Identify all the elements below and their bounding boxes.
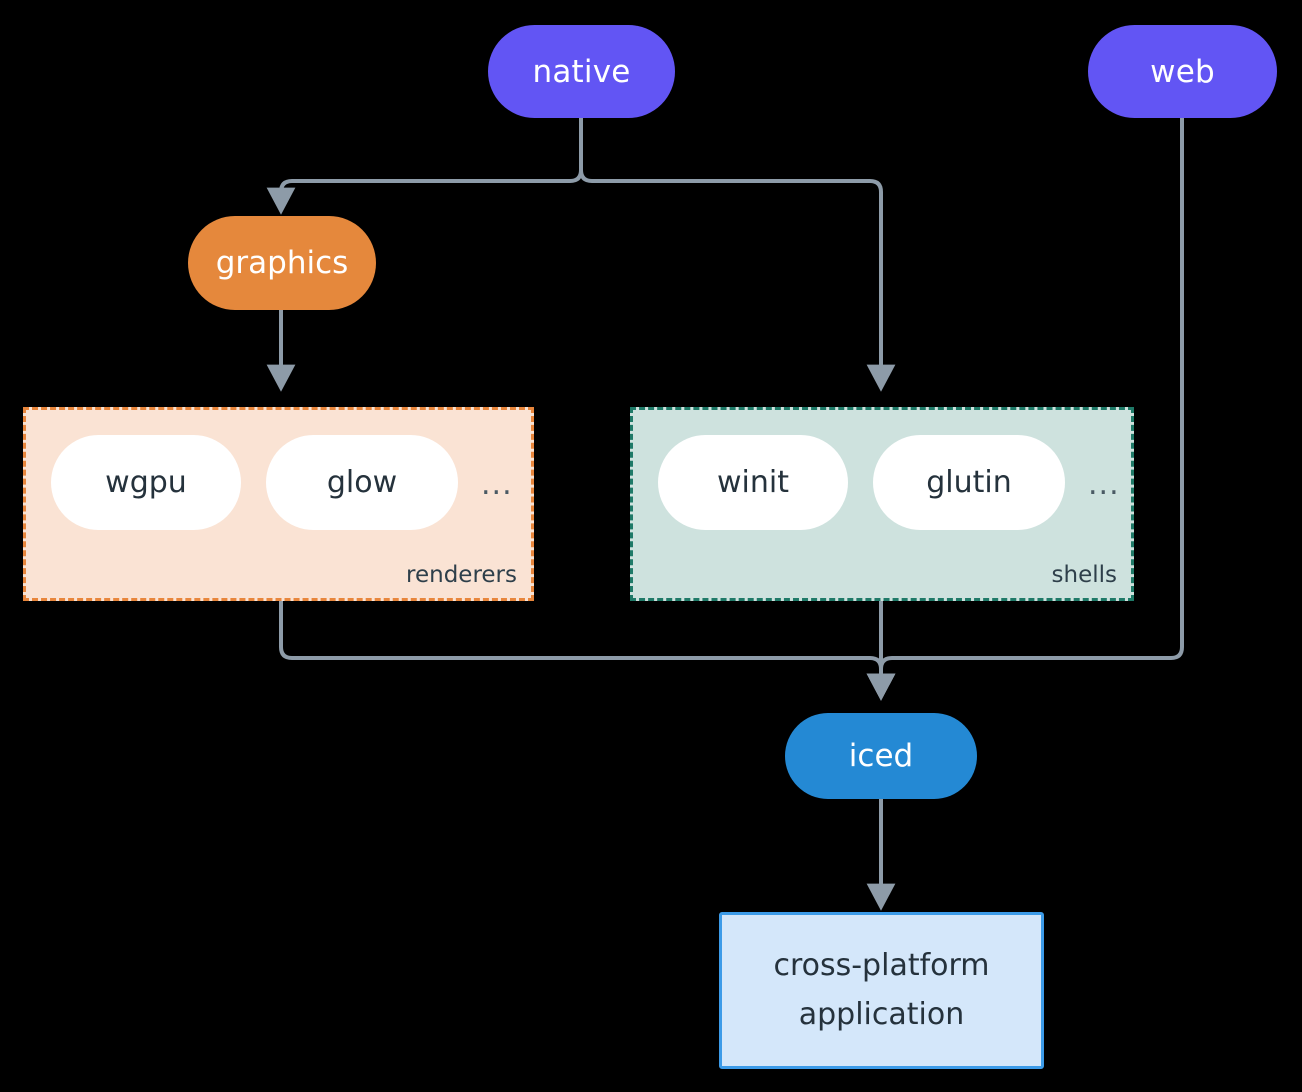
group-shells: winit glutin ... shells xyxy=(630,407,1134,601)
edge-native-shells xyxy=(579,168,896,392)
chip-glutin[interactable]: glutin xyxy=(873,435,1065,530)
chip-winit-label: winit xyxy=(717,465,789,500)
edge-native-bus xyxy=(266,116,583,215)
node-web[interactable]: web xyxy=(1088,25,1277,118)
node-native-label: native xyxy=(532,53,631,90)
group-renderers: wgpu glow ... renderers xyxy=(23,407,534,601)
node-native[interactable]: native xyxy=(488,25,675,118)
node-web-label: web xyxy=(1150,53,1215,90)
chip-glow[interactable]: glow xyxy=(266,435,458,530)
node-graphics-label: graphics xyxy=(215,245,349,281)
renderers-overflow-ellipsis: ... xyxy=(481,467,513,502)
chip-glutin-label: glutin xyxy=(926,465,1012,500)
edge-renderers-iced xyxy=(279,599,896,701)
node-iced[interactable]: iced xyxy=(785,713,977,799)
edge-web-iced xyxy=(866,116,1184,701)
group-shells-label: shells xyxy=(1051,562,1117,588)
chip-wgpu[interactable]: wgpu xyxy=(51,435,241,530)
shells-overflow-ellipsis: ... xyxy=(1088,467,1120,502)
chip-glow-label: glow xyxy=(326,465,398,500)
node-application-label-line2: application xyxy=(798,996,965,1032)
node-graphics[interactable]: graphics xyxy=(188,216,376,310)
node-iced-label: iced xyxy=(848,738,914,774)
node-application[interactable]: cross-platform application xyxy=(719,912,1044,1069)
group-renderers-label: renderers xyxy=(406,562,517,588)
chip-wgpu-label: wgpu xyxy=(105,465,187,500)
node-application-label-line1: cross-platform xyxy=(773,947,990,983)
chip-winit[interactable]: winit xyxy=(658,435,848,530)
